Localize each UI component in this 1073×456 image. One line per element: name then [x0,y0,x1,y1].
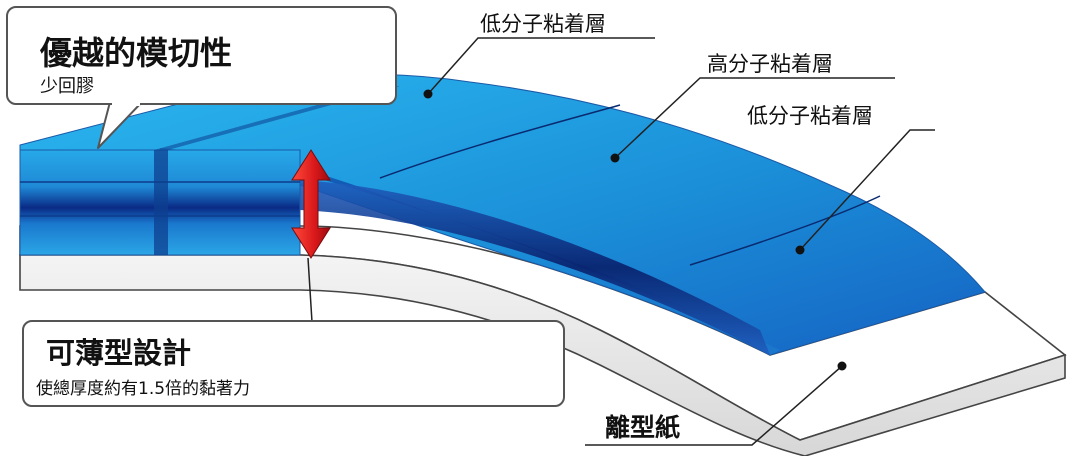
die-cut-callout-title: 優越的模切性 [40,34,233,72]
label-leaders [423,37,935,446]
label-low-molecular-top: 低分子粘着層 [480,12,606,36]
label-low-molecular-bottom: 低分子粘着層 [747,104,873,128]
thin-design-callout [22,320,565,407]
surface-boundary-lower [689,195,881,266]
label-high-molecular: 高分子粘着層 [707,52,833,76]
die-cut-callout-subtitle: 少回膠 [40,76,94,97]
thin-design-callout-subtitle: 使總厚度約有1.5倍的黏著力 [36,379,251,399]
label-release-paper: 離型紙 [605,413,681,442]
thin-callout-leader [307,257,313,323]
die-cut-callout-tail-joint [112,100,140,106]
thin-design-callout-title: 可薄型設計 [46,336,192,370]
thickness-arrow-icon [291,149,331,259]
die-cut-callout [6,6,397,105]
surface-boundary-upper [379,104,621,179]
die-cut-slit [154,150,168,255]
